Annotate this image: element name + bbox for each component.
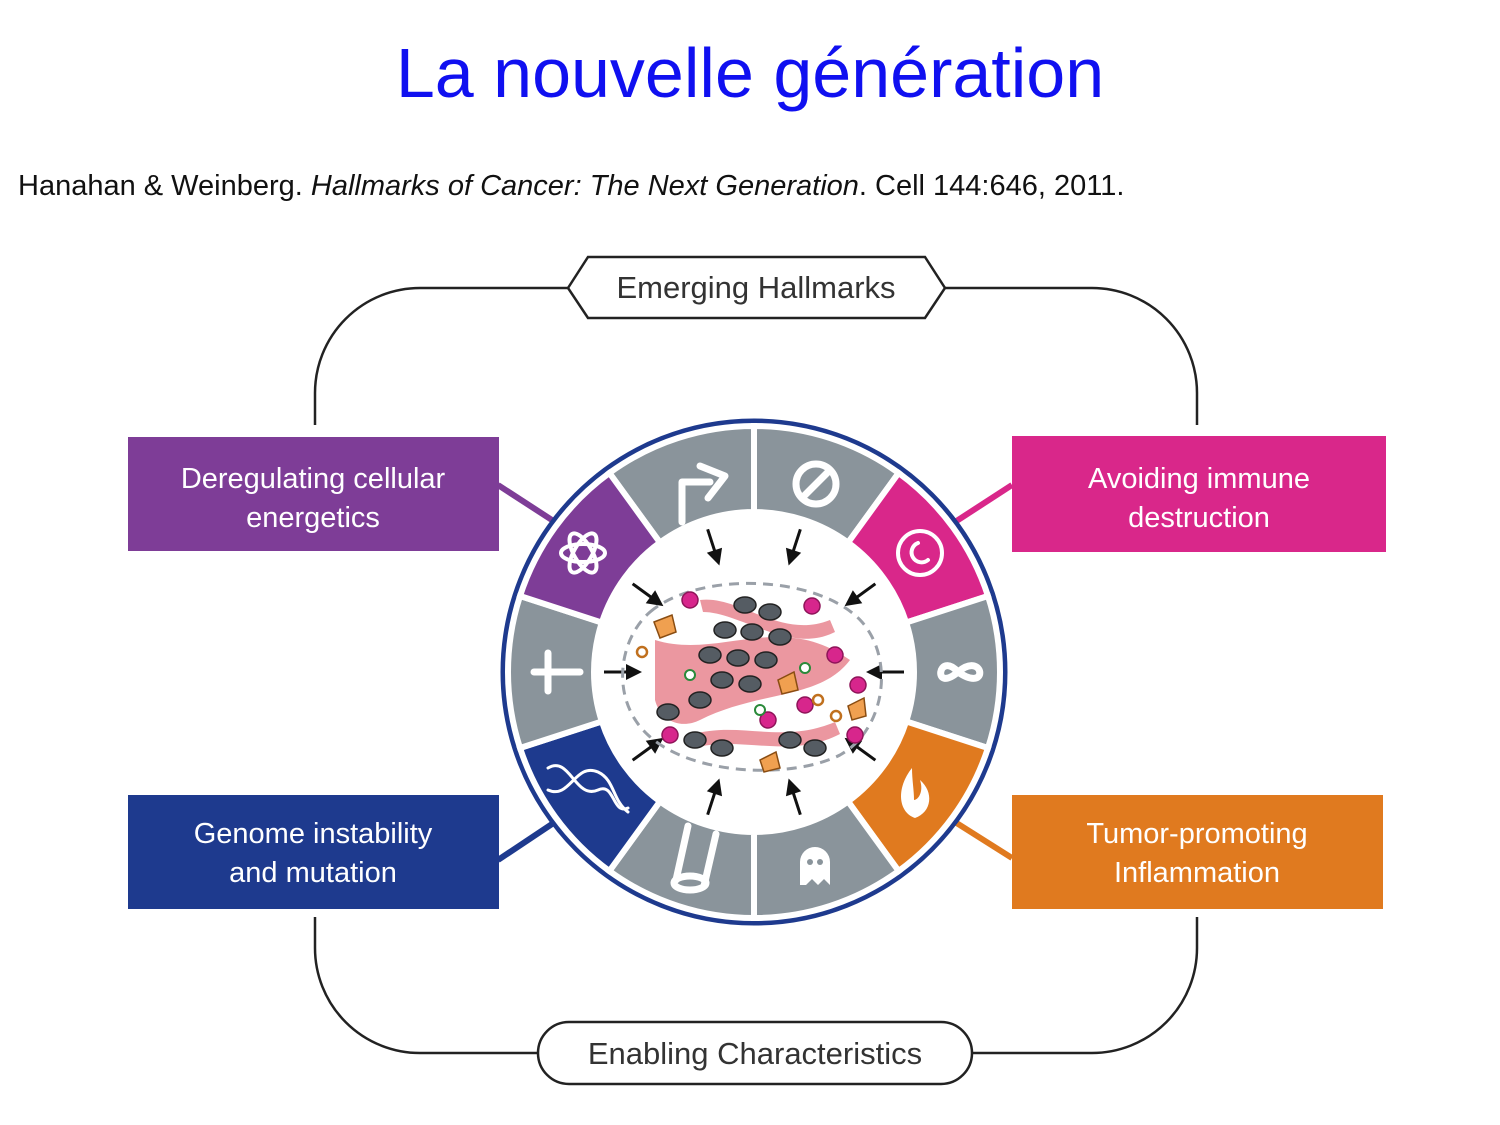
box-connectors (496, 482, 1014, 863)
enabling-characteristics-pill: Enabling Characteristics (536, 1020, 974, 1086)
box-energetics-line1: Deregulating cellular (181, 463, 446, 495)
vessel-icon (670, 822, 720, 894)
inward-arrow (706, 528, 723, 566)
immune-cell-icon (896, 529, 944, 577)
box-immune-line2: destruction (1128, 502, 1270, 534)
inward-arrows (604, 528, 904, 816)
no-entry-icon (792, 460, 840, 508)
fire-icon (901, 768, 930, 818)
box-inflammation-line2: Inflammation (1114, 857, 1280, 889)
inward-arrow (785, 528, 802, 566)
inward-arrow (706, 778, 723, 816)
inward-arrow (785, 778, 802, 816)
citation-authors: Hanahan & Weinberg. (18, 170, 303, 202)
cross-icon (530, 649, 584, 695)
connector-loops (313, 286, 1199, 1055)
enabling-characteristics-label: Enabling Characteristics (588, 1036, 922, 1071)
box-genome-line1: Genome instability (194, 818, 433, 850)
box-energetics: Deregulating cellular energetics (128, 437, 499, 551)
slide-title: La nouvelle génération (395, 34, 1105, 112)
inward-arrow (844, 582, 877, 607)
inward-arrow (604, 664, 642, 680)
atom-icon (559, 531, 607, 575)
box-genome-line2: and mutation (229, 857, 397, 889)
box-energetics-line2: energetics (246, 502, 380, 534)
tumor-microenvironment (621, 581, 883, 773)
emerging-hallmarks-pill: Emerging Hallmarks (566, 255, 947, 320)
box-immune: Avoiding immune destruction (1012, 436, 1386, 552)
box-immune-line1: Avoiding immune (1088, 463, 1310, 495)
inward-arrow (866, 664, 904, 680)
dna-icon (546, 764, 630, 814)
inward-arrow (631, 737, 664, 762)
proliferation-arrow-icon (678, 462, 729, 526)
emerging-hallmarks-label: Emerging Hallmarks (616, 270, 895, 305)
citation-journal: . Cell 144:646, 2011. (858, 170, 1125, 202)
ghost-icon (800, 847, 830, 885)
box-genome: Genome instability and mutation (128, 795, 499, 909)
hallmarks-wheel (500, 418, 1008, 926)
inward-arrow (631, 582, 664, 607)
citation-paper-title: Hallmarks of Cancer: The Next Generation (310, 170, 859, 202)
box-inflammation: Tumor-promoting Inflammation (1012, 795, 1383, 909)
citation: Hanahan & Weinberg. Hallmarks of Cancer:… (18, 170, 1124, 203)
box-inflammation-line1: Tumor-promoting (1086, 818, 1307, 850)
infinity-icon (937, 662, 984, 682)
